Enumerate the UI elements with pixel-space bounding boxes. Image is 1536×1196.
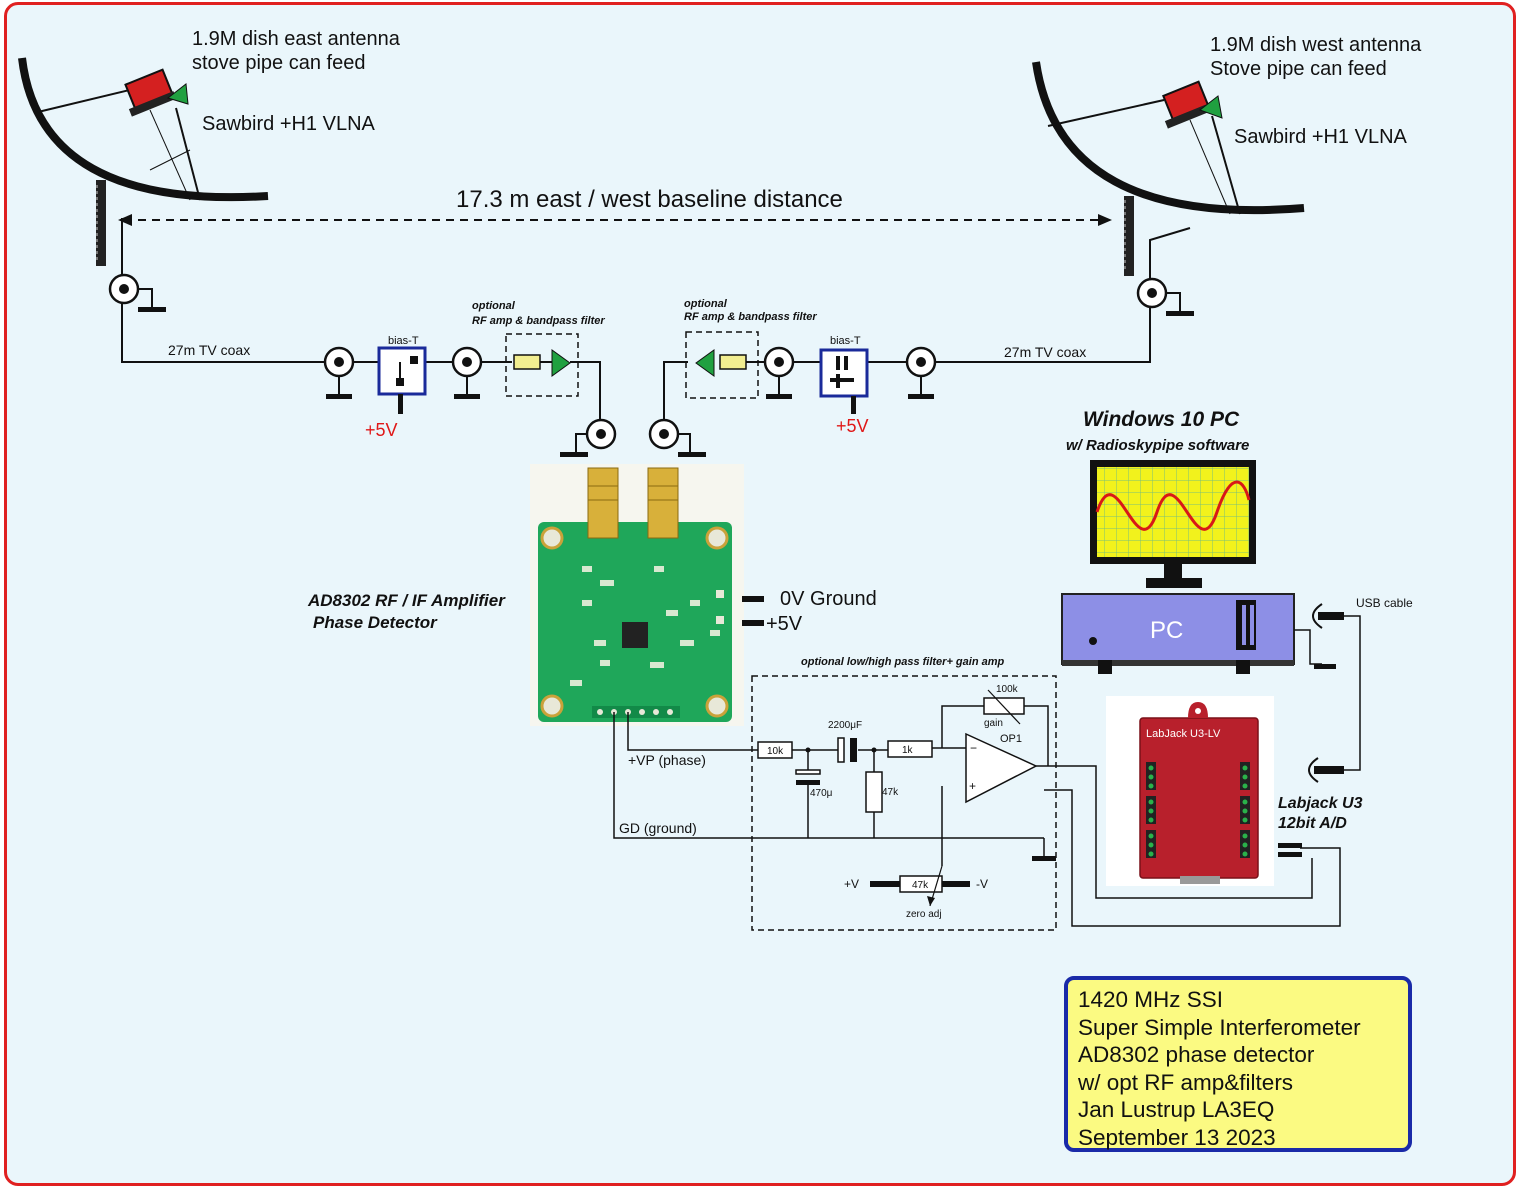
usb-label: USB cable: [1356, 596, 1413, 610]
info-line: September 13 2023: [1078, 1124, 1276, 1150]
gain-resistor: [983, 689, 1025, 725]
coax-connector-icon: [108, 273, 166, 312]
west-coax-label: 27m TV coax: [1004, 344, 1086, 360]
r1-label: 10k: [767, 746, 784, 757]
vplus-label: +V: [844, 877, 859, 891]
west-wiring: [663, 227, 1191, 420]
r3-resistor: [865, 771, 883, 813]
west-feed-icon: [1162, 80, 1213, 129]
west-bias-supply: +5V: [836, 416, 869, 436]
east-antenna-title: 1.9M dish east antenna: [192, 28, 401, 50]
pc-subtitle: w/ Radioskypipe software: [1066, 437, 1249, 454]
info-line: w/ opt RF amp&filters: [1078, 1069, 1294, 1095]
coax-connector-icon: [560, 418, 617, 457]
east-optional-filter: [505, 333, 579, 397]
east-bias-t: [377, 346, 427, 414]
filter-amp-title: optional low/high pass filter+ gain amp: [801, 656, 1004, 668]
coax-connector-icon: [1136, 277, 1194, 316]
west-dish: [1032, 61, 1305, 276]
coax-connector-icon: [648, 418, 706, 457]
ground-symbol: [1032, 856, 1056, 861]
pot-label: 47k: [912, 880, 929, 891]
zero-adj-potentiometer: [870, 865, 970, 907]
labjack-brand: LabJack U3-LV: [1146, 728, 1221, 740]
east-feed-icon: [124, 68, 177, 117]
east-connectors: [108, 273, 617, 457]
east-filter-optional: optional: [472, 300, 516, 312]
detector-subtitle: Phase Detector: [313, 613, 438, 632]
east-antenna-feed: stove pipe can feed: [192, 52, 365, 74]
east-bias-supply: +5V: [365, 420, 398, 440]
gd-ground-label: GD (ground): [619, 820, 697, 836]
east-lna-label: Sawbird +H1 VLNA: [202, 113, 376, 135]
pc-title: Windows 10 PC: [1083, 408, 1240, 431]
west-bias-t-label: bias-T: [830, 335, 861, 347]
ground-label: 0V Ground: [780, 588, 877, 610]
sine-wave: [1095, 480, 1251, 531]
coax-connector-icon: [451, 346, 483, 399]
r2-label: 1k: [902, 745, 914, 756]
pc-monitor: [1090, 460, 1256, 588]
usb-cable: [1294, 615, 1361, 771]
supply-label: +5V: [766, 613, 803, 635]
gain-resistor-label: 100k: [996, 684, 1019, 695]
pc-label: PC: [1150, 617, 1183, 644]
east-mast: [96, 180, 106, 266]
west-lna-icon: [1198, 95, 1223, 119]
info-line: Super Simple Interferometer: [1078, 1014, 1361, 1040]
west-filter-optional: optional: [684, 298, 728, 310]
usb-plug-icon: [1312, 603, 1323, 629]
east-coax-label: 27m TV coax: [168, 342, 250, 358]
info-line: AD8302 phase detector: [1078, 1042, 1315, 1067]
c1-label: 2200μF: [828, 720, 862, 731]
filter-amp-wiring: [613, 705, 1341, 927]
west-antenna-title: 1.9M dish west antenna: [1210, 34, 1422, 56]
west-lna-label: Sawbird +H1 VLNA: [1234, 126, 1408, 148]
op-amp-icon: − +: [965, 732, 1038, 804]
labjack-title: Labjack U3: [1278, 795, 1363, 812]
baseline-arrow: [118, 214, 1112, 226]
vminus-label: -V: [976, 877, 988, 891]
c1-capacitor: [837, 737, 857, 763]
coax-connector-icon: [763, 346, 795, 399]
west-optional-filter: [685, 331, 759, 399]
baseline-label: 17.3 m east / west baseline distance: [456, 186, 843, 213]
labjack-input-plug: [1278, 843, 1302, 857]
pc-case: [1061, 593, 1295, 674]
coax-connector-icon: [905, 346, 937, 399]
west-antenna-feed: Stove pipe can feed: [1210, 58, 1387, 80]
svg-text:+: +: [969, 779, 976, 793]
detector-title: AD8302 RF / IF Amplifier: [307, 591, 506, 610]
east-lna-icon: [166, 83, 189, 105]
coax-connector-icon: [323, 346, 355, 399]
c2-label: 470μ: [810, 788, 833, 799]
r2-resistor: [887, 740, 933, 758]
west-filter-desc: RF amp & bandpass filter: [684, 311, 817, 323]
usb-plug-icon: [1308, 757, 1319, 783]
labjack-subtitle: 12bit A/D: [1278, 815, 1347, 832]
op-amp-label: OP1: [1000, 733, 1022, 745]
ad8302-board: [530, 464, 744, 726]
vp-phase-label: +VP (phase): [628, 752, 706, 768]
info-line: 1420 MHz SSI: [1078, 987, 1224, 1012]
east-filter-desc: RF amp & bandpass filter: [472, 315, 605, 327]
svg-text:−: −: [970, 741, 977, 755]
gain-label: gain: [984, 718, 1003, 729]
info-line: Jan Lustrup LA3EQ: [1078, 1097, 1275, 1122]
east-bias-t-label: bias-T: [388, 335, 419, 347]
zero-adj-label: zero adj: [906, 909, 942, 920]
west-bias-t: [819, 348, 869, 414]
east-dish: [18, 57, 269, 266]
filter-amp-box: [751, 675, 1057, 931]
west-mast: [1124, 196, 1134, 276]
r3-label: 47k: [882, 787, 899, 798]
west-connectors: [648, 277, 1194, 457]
info-box: 1420 MHz SSI Super Simple Interferometer…: [1064, 976, 1412, 1152]
c2-capacitor: [795, 769, 821, 785]
labjack-device: [1106, 696, 1274, 886]
r1-resistor: [757, 741, 793, 759]
ad8302-supply-wires: [742, 596, 764, 626]
